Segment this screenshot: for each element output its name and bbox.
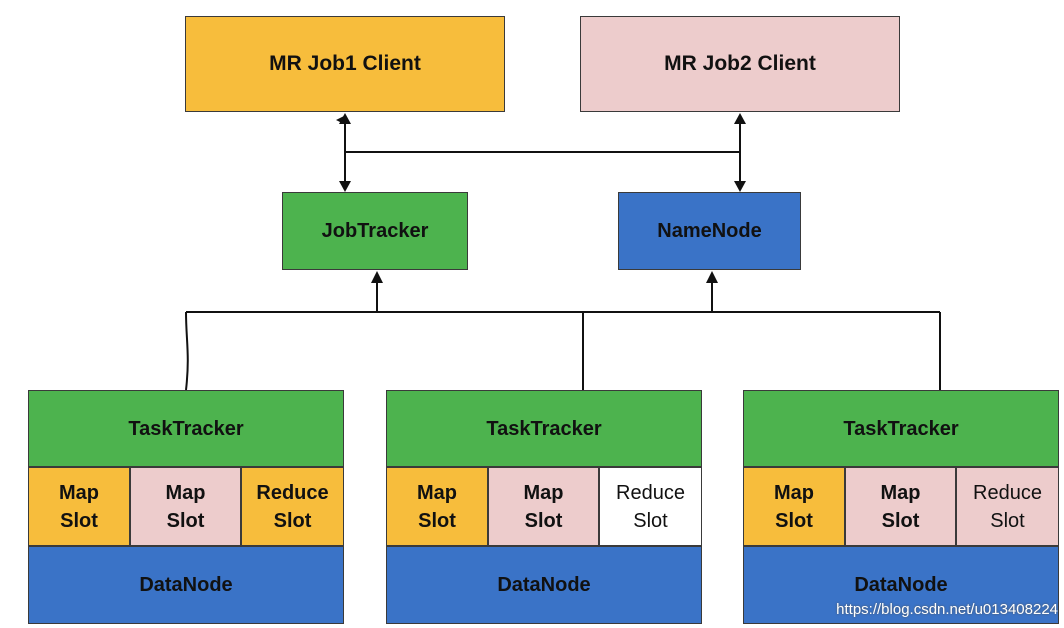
slot-label-line1: Reduce — [973, 481, 1042, 504]
slot-label-line2: Slot — [418, 509, 456, 532]
slot-label-line2: Slot — [524, 509, 563, 532]
reduce-slot-box: Reduce Slot — [599, 467, 702, 546]
map-slot-box: Map Slot — [28, 467, 130, 546]
worker-node-2: TaskTracker Map Slot Map Slot Reduce Slo… — [386, 390, 702, 626]
slot-label-line1: Map — [417, 481, 457, 504]
worker-node-1: TaskTracker Map Slot Map Slot Reduce Slo… — [28, 390, 344, 626]
slot-label-line1: Reduce — [616, 481, 685, 504]
watermark-text: https://blog.csdn.net/u013408224 — [836, 601, 1058, 618]
map-slot-box: Map Slot — [488, 467, 599, 546]
worker1-riser — [185, 311, 189, 391]
tasktracker-label: TaskTracker — [128, 417, 244, 440]
arrowhead-jobtracker-down — [339, 181, 351, 192]
slot-label-line2: Slot — [990, 509, 1025, 532]
map-slot-box: Map Slot — [130, 467, 241, 546]
slot-label-line1: Map — [59, 481, 99, 504]
jobtracker-box: JobTracker — [282, 192, 468, 270]
slot-label-line2: Slot — [775, 509, 813, 532]
datanode-box: DataNode — [743, 546, 1059, 624]
namenode-box: NameNode — [618, 192, 801, 270]
slot-label-line2: Slot — [273, 509, 312, 532]
namenode-label: NameNode — [657, 220, 762, 242]
datanode-label: DataNode — [139, 574, 233, 596]
mr-job2-client-label: MR Job2 Client — [664, 52, 816, 75]
slot-label-line1: Map — [523, 481, 564, 504]
arrowhead-client1-up — [339, 113, 351, 124]
slot-label-line1: Map — [165, 481, 206, 504]
map-slot-box: Map Slot — [386, 467, 488, 546]
datanode-box: DataNode — [28, 546, 344, 624]
datanode-label: DataNode — [854, 574, 948, 596]
map-slot-box: Map Slot — [743, 467, 845, 546]
tasktracker-box: TaskTracker — [743, 390, 1059, 467]
arrowhead-namenode-down — [734, 181, 746, 192]
slot-label-line2: Slot — [881, 509, 920, 532]
reduce-slot-box: Reduce Slot — [956, 467, 1059, 546]
arrowhead-namenode-up — [706, 271, 718, 283]
slot-label-line2: Slot — [60, 509, 98, 532]
tasktracker-box: TaskTracker — [386, 390, 702, 467]
reduce-slot-box: Reduce Slot — [241, 467, 344, 546]
slot-label-line1: Map — [880, 481, 921, 504]
mr-job2-client-box: MR Job2 Client — [580, 16, 900, 112]
tasktracker-box: TaskTracker — [28, 390, 344, 467]
tasktracker-label: TaskTracker — [486, 417, 602, 440]
mr-job1-client-box: MR Job1 Client — [185, 16, 505, 112]
worker-node-3: TaskTracker Map Slot Map Slot Reduce Slo… — [743, 390, 1059, 626]
jobtracker-label: JobTracker — [321, 220, 429, 242]
slot-label-line1: Map — [774, 481, 814, 504]
tasktracker-label: TaskTracker — [843, 417, 959, 440]
slot-label-line2: Slot — [633, 509, 668, 532]
datanode-label: DataNode — [497, 574, 591, 596]
map-slot-box: Map Slot — [845, 467, 956, 546]
arrowhead-jobtracker-up — [371, 271, 383, 283]
slot-label-line1: Reduce — [256, 481, 329, 504]
mr-job1-client-label: MR Job1 Client — [269, 52, 421, 75]
datanode-box: DataNode — [386, 546, 702, 624]
slot-label-line2: Slot — [166, 509, 205, 532]
arrowhead-client2-up — [734, 113, 746, 124]
